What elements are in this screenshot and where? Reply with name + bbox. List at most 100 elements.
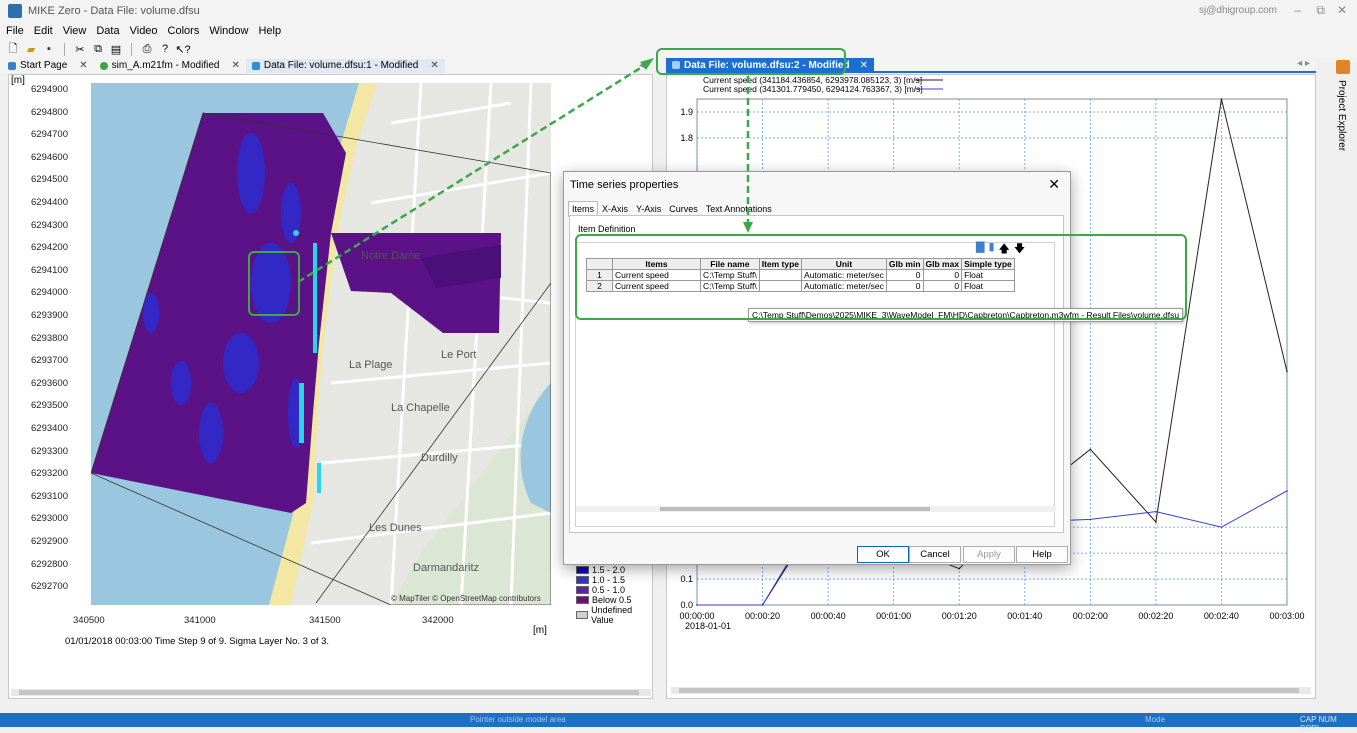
data-point <box>958 567 961 570</box>
menu-help[interactable]: Help <box>258 25 282 37</box>
y-tick-label: 6294600 <box>31 151 68 163</box>
close-tab-icon[interactable]: ✕ <box>231 60 240 71</box>
right-tab-strip: Data File: volume.dfsu:2 - Modified ✕ ◂ … <box>666 58 1316 73</box>
tab-scroll-left-icon[interactable]: ◂ <box>638 60 644 71</box>
dfsu-file-icon <box>251 61 260 70</box>
legend-swatch <box>576 611 589 619</box>
close-tab-icon[interactable]: ✕ <box>430 60 439 71</box>
legend-swatch <box>576 566 589 574</box>
paste-icon[interactable]: ▤ <box>110 43 122 56</box>
menu-edit[interactable]: Edit <box>33 25 53 37</box>
x-tick-label: 00:02:20 <box>1138 611 1173 621</box>
menu-colors[interactable]: Colors <box>167 25 200 37</box>
y-tick-label: 1.9 <box>680 107 693 117</box>
cut-icon[interactable]: ✂ <box>75 43 85 56</box>
y-tick-label: 6294500 <box>31 174 68 186</box>
data-point <box>1155 510 1157 513</box>
grid-scrollbar[interactable] <box>576 506 1056 512</box>
legend-item: 0.5 - 1.0 <box>576 585 625 595</box>
horizontal-scrollbar[interactable] <box>11 689 651 696</box>
y-tick-label: 6293500 <box>31 400 68 412</box>
lake <box>520 383 551 513</box>
delete-item-icon[interactable]: ▮ <box>988 241 995 253</box>
add-item-icon[interactable]: ▇ <box>976 241 985 253</box>
menu-video[interactable]: Video <box>129 25 158 37</box>
legend-label: 0.5 - 1.0 <box>592 585 626 595</box>
tab-label: Data File: volume.dfsu:1 - Modified <box>263 60 419 71</box>
move-down-icon[interactable]: 🡇 <box>1013 243 1026 255</box>
x-tick-label: 00:01:00 <box>876 611 911 621</box>
tab-scroll-icon[interactable]: ◂ ▸ <box>1297 58 1310 69</box>
y-tick-label: 6294900 <box>31 84 68 95</box>
help-icon[interactable]: ? <box>161 43 169 55</box>
y-tick-label: 6292700 <box>31 581 68 593</box>
ok-button[interactable]: OK <box>857 546 909 563</box>
y-tick-label: 6293100 <box>31 490 68 502</box>
x-tick-label: 341500 <box>309 615 341 626</box>
tab-start-page[interactable]: Start Page ✕ <box>2 59 94 73</box>
maximize-icon[interactable]: ⧉ <box>1316 3 1325 17</box>
scrollbar-thumb[interactable] <box>19 690 639 695</box>
open-folder-icon[interactable]: ▰ <box>26 43 36 56</box>
menu-window[interactable]: Window <box>209 25 249 37</box>
y-tick-label: 6294400 <box>31 197 68 208</box>
horizontal-scrollbar[interactable] <box>671 687 1311 694</box>
tab-volume-1[interactable]: Data File: volume.dfsu:1 - Modified ✕ <box>245 58 445 73</box>
table-cell[interactable]: Float <box>961 280 1015 292</box>
menu-view[interactable]: View <box>62 25 87 37</box>
close-tab-icon[interactable]: ✕ <box>859 59 868 71</box>
context-help-icon[interactable]: ↖? <box>175 43 191 56</box>
hammer-icon <box>1336 60 1350 74</box>
park <box>391 383 551 605</box>
legend-item: Undefined Value <box>576 605 652 625</box>
tab-sim[interactable]: sim_A.m21fm - Modified✕ <box>94 59 246 73</box>
project-explorer-strip[interactable]: Project Explorer <box>1330 58 1357 708</box>
data-point <box>1220 526 1223 528</box>
tab-curves[interactable]: Curves <box>669 204 698 214</box>
column-header[interactable]: Item type <box>758 258 803 270</box>
scrollbar-thumb[interactable] <box>679 688 1299 693</box>
legend-label: 1.0 - 1.5 <box>592 575 626 585</box>
legend-entry-2: Current speed (341301.779450, 6294124.76… <box>703 84 923 94</box>
dialog-close-icon[interactable]: ✕ <box>1048 176 1060 192</box>
legend-label: 1.5 - 2.0 <box>592 565 626 575</box>
dfsu-file-icon <box>672 61 680 69</box>
tab-volume-2[interactable]: Data File: volume.dfsu:2 - Modified ✕ <box>666 58 874 72</box>
menu-data[interactable]: Data <box>96 25 120 37</box>
y-tick-label: 6293200 <box>31 468 68 480</box>
copy-icon[interactable]: ⧉ <box>94 42 102 55</box>
place-notre-dame: Notre Dame <box>361 250 420 262</box>
cancel-button[interactable]: Cancel <box>909 546 961 563</box>
table-cell[interactable]: C:\Temp Stuff\ <box>700 280 760 292</box>
tab-label: Start Page <box>20 60 68 71</box>
apply-button[interactable]: Apply <box>963 546 1015 563</box>
menu-file[interactable]: File <box>6 25 24 37</box>
grid-scrollbar-thumb[interactable] <box>660 507 930 511</box>
new-file-icon[interactable]: 🗋 <box>8 42 18 55</box>
mode-status: Mode <box>1145 715 1166 724</box>
close-icon[interactable]: ✕ <box>1336 3 1347 17</box>
column-header[interactable]: File name <box>700 258 760 270</box>
print-icon[interactable]: ⎙ <box>142 42 152 55</box>
help-button[interactable]: Help <box>1016 546 1068 563</box>
x-date-label: 2018-01-01 <box>685 621 731 631</box>
y-tick-label: 6293800 <box>31 332 68 344</box>
save-icon[interactable]: ▪ <box>47 43 51 55</box>
place-la-plage: La Plage <box>349 359 392 371</box>
minimize-icon[interactable]: – <box>1294 3 1301 17</box>
project-explorer-label: Project Explorer <box>1336 80 1347 152</box>
table-cell[interactable]: Automatic: meter/sec <box>801 280 887 292</box>
close-tab-icon[interactable]: ✕ <box>79 60 88 71</box>
tab-text-annotations[interactable]: Text Annotations <box>705 204 772 214</box>
current-patches <box>143 133 304 463</box>
place-darmandaritz: Darmandaritz <box>413 562 479 574</box>
table-cell[interactable]: 0 <box>885 280 924 292</box>
move-up-icon[interactable]: 🡅 <box>998 243 1010 255</box>
legend-entry-1: Current speed (341184.436854, 6293978.08… <box>703 75 922 85</box>
data-point <box>1155 521 1157 523</box>
table-cell[interactable] <box>758 280 803 292</box>
x-tick-label: 00:02:40 <box>1204 611 1239 621</box>
y-tick-label: 6294800 <box>31 106 68 118</box>
